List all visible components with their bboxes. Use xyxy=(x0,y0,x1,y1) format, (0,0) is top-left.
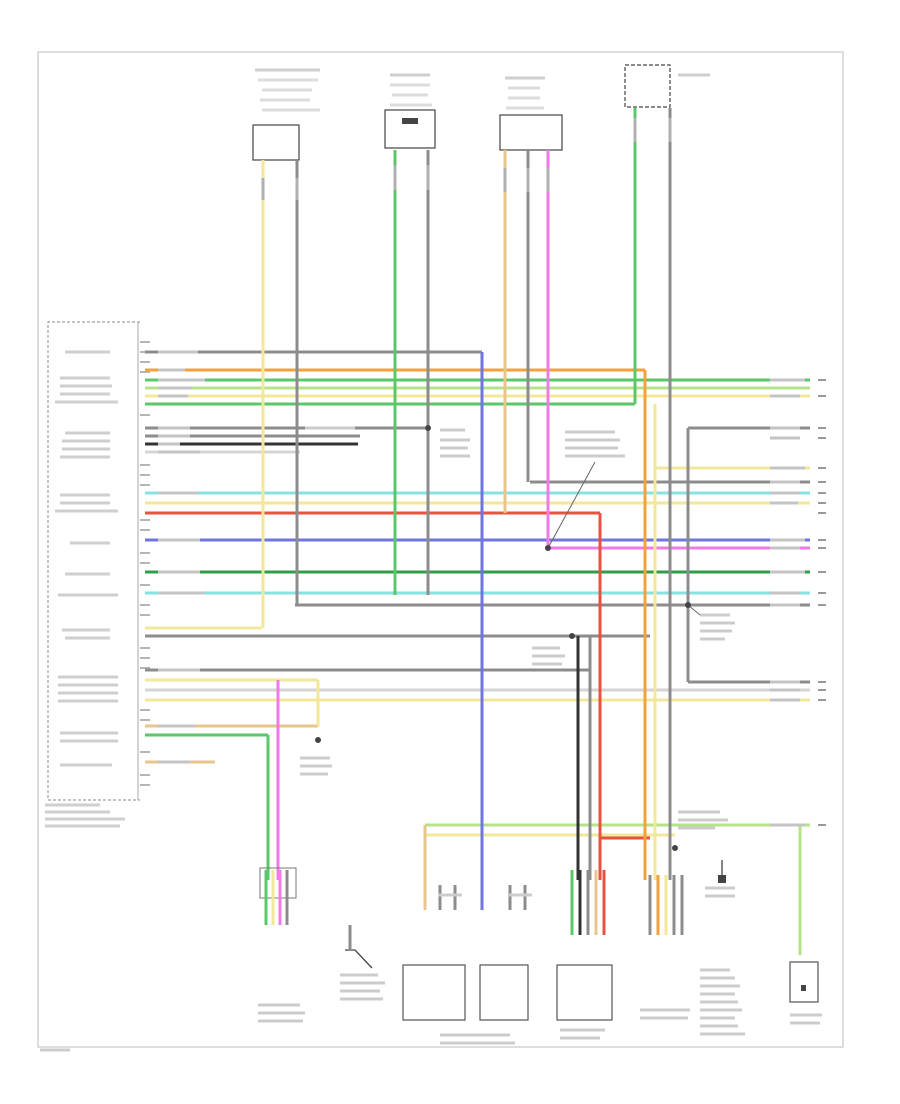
bottom-solenoid-pack xyxy=(402,893,532,1045)
left-module xyxy=(47,321,140,801)
splice-dot-2 xyxy=(545,545,551,551)
bottom-sensor-1 xyxy=(556,870,613,1040)
bottom-sensor-2 xyxy=(640,875,690,1020)
splice-dot-3 xyxy=(685,602,691,608)
top-component-3 xyxy=(499,76,563,151)
top-component-2 xyxy=(384,73,436,149)
vertical-wires xyxy=(261,108,802,955)
module-pin-ticks xyxy=(140,341,150,786)
top-component-1 xyxy=(252,68,320,161)
horizontal-wire-labels xyxy=(158,350,805,827)
center-notes xyxy=(300,426,735,898)
vertical-wire-labels xyxy=(261,118,672,200)
leader-line-1 xyxy=(547,461,596,549)
bottom-notes-right xyxy=(700,968,745,1036)
bottom-component-right xyxy=(789,961,822,1025)
splice-dot-5 xyxy=(315,737,321,743)
splice-dot-1 xyxy=(425,425,431,431)
horizontal-wires xyxy=(145,350,810,840)
bottom-switch xyxy=(340,925,385,1001)
top-component-4 xyxy=(624,64,710,108)
diagram-border xyxy=(37,51,844,1048)
splice-dot-6 xyxy=(672,845,678,851)
splice-dot-4 xyxy=(569,633,575,639)
ground-symbol xyxy=(718,860,726,883)
bottom-connector-group-1 xyxy=(258,867,305,1023)
right-connector-ticks xyxy=(818,379,826,826)
left-module-labels xyxy=(45,350,125,828)
